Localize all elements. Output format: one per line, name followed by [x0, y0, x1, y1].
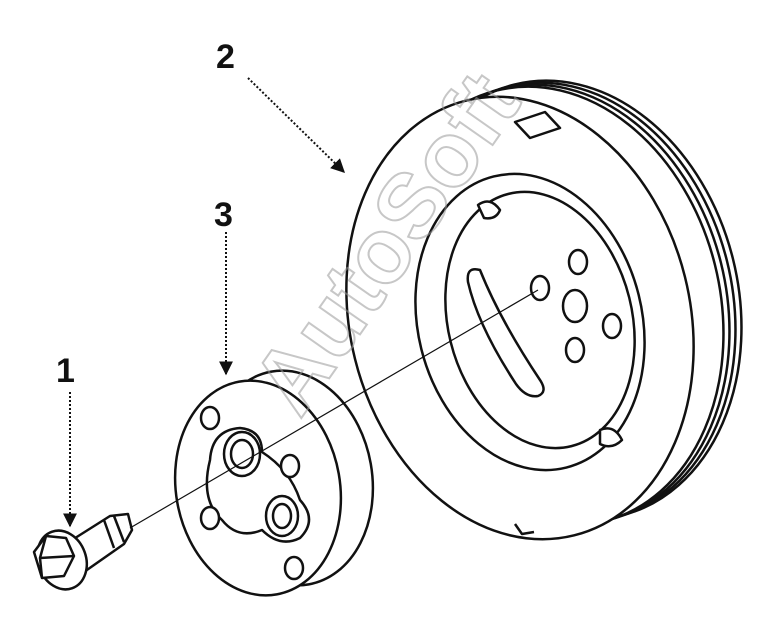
callout-2-arrow [247, 77, 346, 173]
hub-bolt-holes [199, 405, 305, 581]
crankshaft-pulley [345, 79, 743, 541]
pulley-bolt-holes [529, 248, 623, 364]
hub-front-face [173, 379, 343, 597]
callout-1-label: 1 [56, 352, 75, 390]
crankshaft-bolt [32, 512, 134, 591]
pulley-key-tab [513, 110, 562, 140]
pulley-slot [466, 268, 545, 398]
hub-recess [205, 426, 311, 543]
pulley-hub-adapter [173, 369, 375, 597]
callout-3-label: 3 [214, 196, 233, 234]
callout-2-label: 2 [216, 38, 235, 76]
assembly-centerline [129, 289, 539, 529]
